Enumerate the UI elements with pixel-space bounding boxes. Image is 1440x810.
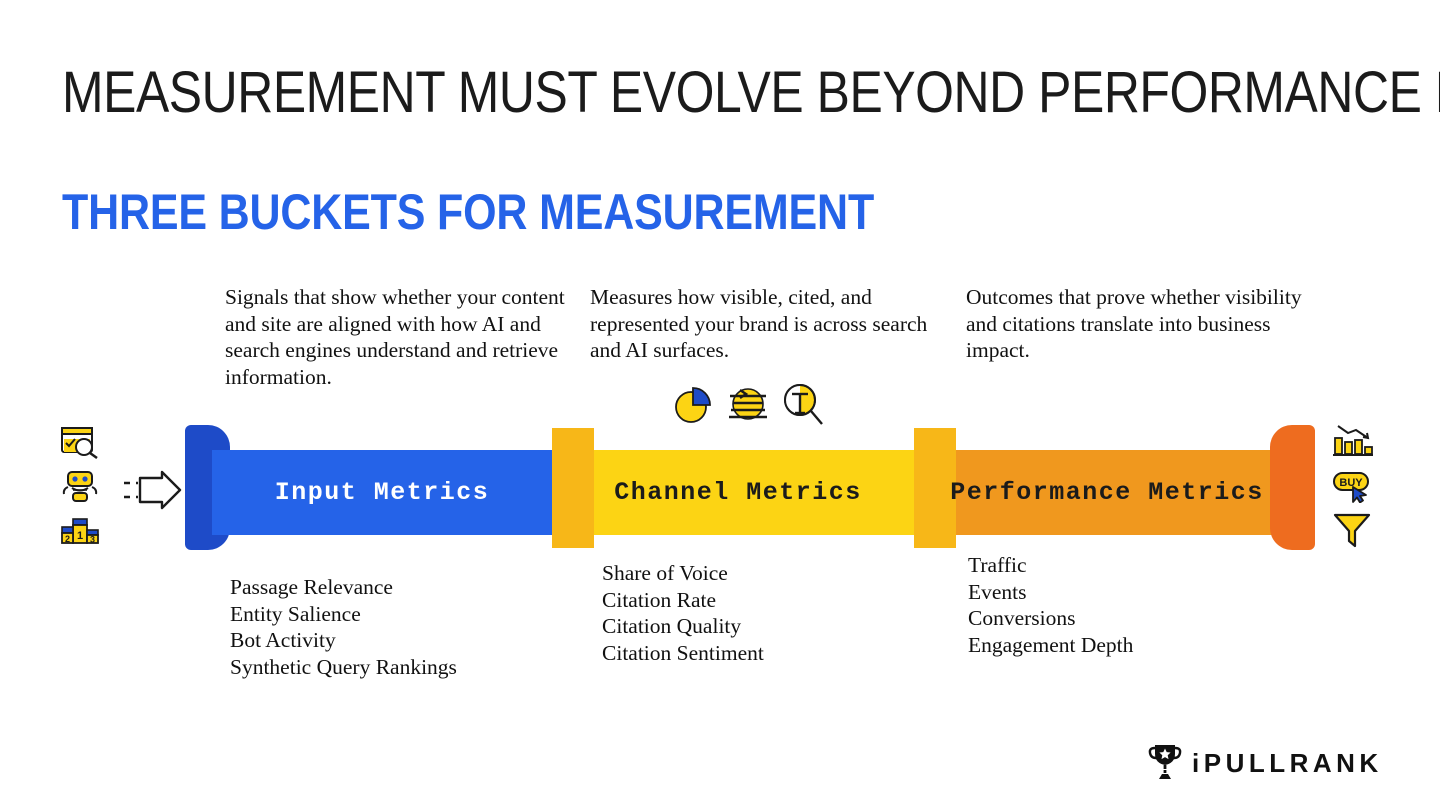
list-item: Share of Voice	[602, 561, 728, 585]
list-item: Engagement Depth	[968, 632, 1134, 657]
bucket-items-input: Passage Relevance Entity Salience Bot Ac…	[230, 574, 457, 680]
flow-segment-channel	[552, 450, 924, 535]
pie-chart-icon	[672, 384, 714, 431]
svg-text:3: 3	[90, 535, 95, 545]
flow-joint-one	[552, 428, 594, 548]
list-item: Traffic	[968, 553, 1027, 577]
trophy-icon	[1148, 742, 1182, 785]
logo-text: iPULLRANK	[1192, 748, 1383, 778]
brand-logo: iPULLRANK	[1148, 742, 1383, 785]
channel-icon-cluster	[672, 382, 824, 431]
flow-label-input: Input Metrics	[274, 477, 490, 507]
flow-label-channel: Channel Metrics	[614, 477, 862, 507]
bucket-items-performance: Traffic Events Conversions Engagement De…	[968, 552, 1133, 658]
svg-text:BUY: BUY	[1339, 477, 1363, 489]
flow-end-cap	[1270, 425, 1315, 550]
flow-joint-two	[914, 428, 956, 548]
list-item: Conversions	[968, 606, 1076, 630]
bucket-description-channel: Measures how visible, cited, and represe…	[590, 285, 928, 362]
list-item: Events	[968, 579, 1027, 604]
bucket-description-input: Signals that show whether your content a…	[225, 285, 565, 389]
svg-text:2: 2	[65, 534, 70, 544]
flow-start-cap	[185, 425, 230, 550]
ranking-podium-icon: 1 2 3	[60, 508, 115, 552]
list-item: Bot Activity	[230, 628, 336, 652]
input-icon-cluster: 1 2 3	[60, 420, 115, 552]
buy-button-cursor-icon: BUY	[1332, 464, 1384, 508]
bucket-description-performance: Outcomes that prove whether visibility a…	[966, 285, 1302, 362]
list-item: Citation Quality	[602, 614, 742, 638]
flow-segment-performance	[924, 450, 1290, 535]
svg-text:1: 1	[77, 530, 83, 542]
flow-label-performance: Performance Metrics	[950, 477, 1264, 507]
list-item: Entity Salience	[230, 601, 361, 626]
declining-bar-chart-icon	[1332, 420, 1384, 464]
site-audit-search-icon	[60, 420, 115, 464]
list-item: Passage Relevance	[230, 575, 393, 599]
bucket-items-channel: Share of Voice Citation Rate Citation Qu…	[602, 560, 764, 666]
magnifier-text-icon	[782, 382, 824, 431]
list-item: Synthetic Query Rankings	[230, 654, 457, 679]
funnel-icon	[1332, 508, 1384, 552]
performance-icon-cluster: BUY	[1332, 420, 1384, 552]
robot-icon	[60, 464, 115, 508]
flow-segment-input	[212, 450, 552, 535]
document-lines-icon	[726, 384, 770, 431]
list-item: Citation Sentiment	[602, 640, 764, 665]
page-title: MEASUREMENT MUST EVOLVE BEYOND PERFORMAN…	[62, 60, 1440, 125]
page-subtitle: THREE BUCKETS FOR MEASUREMENT	[62, 184, 875, 240]
list-item: Citation Rate	[602, 587, 717, 612]
dashed-arrow-right-icon	[122, 470, 184, 515]
